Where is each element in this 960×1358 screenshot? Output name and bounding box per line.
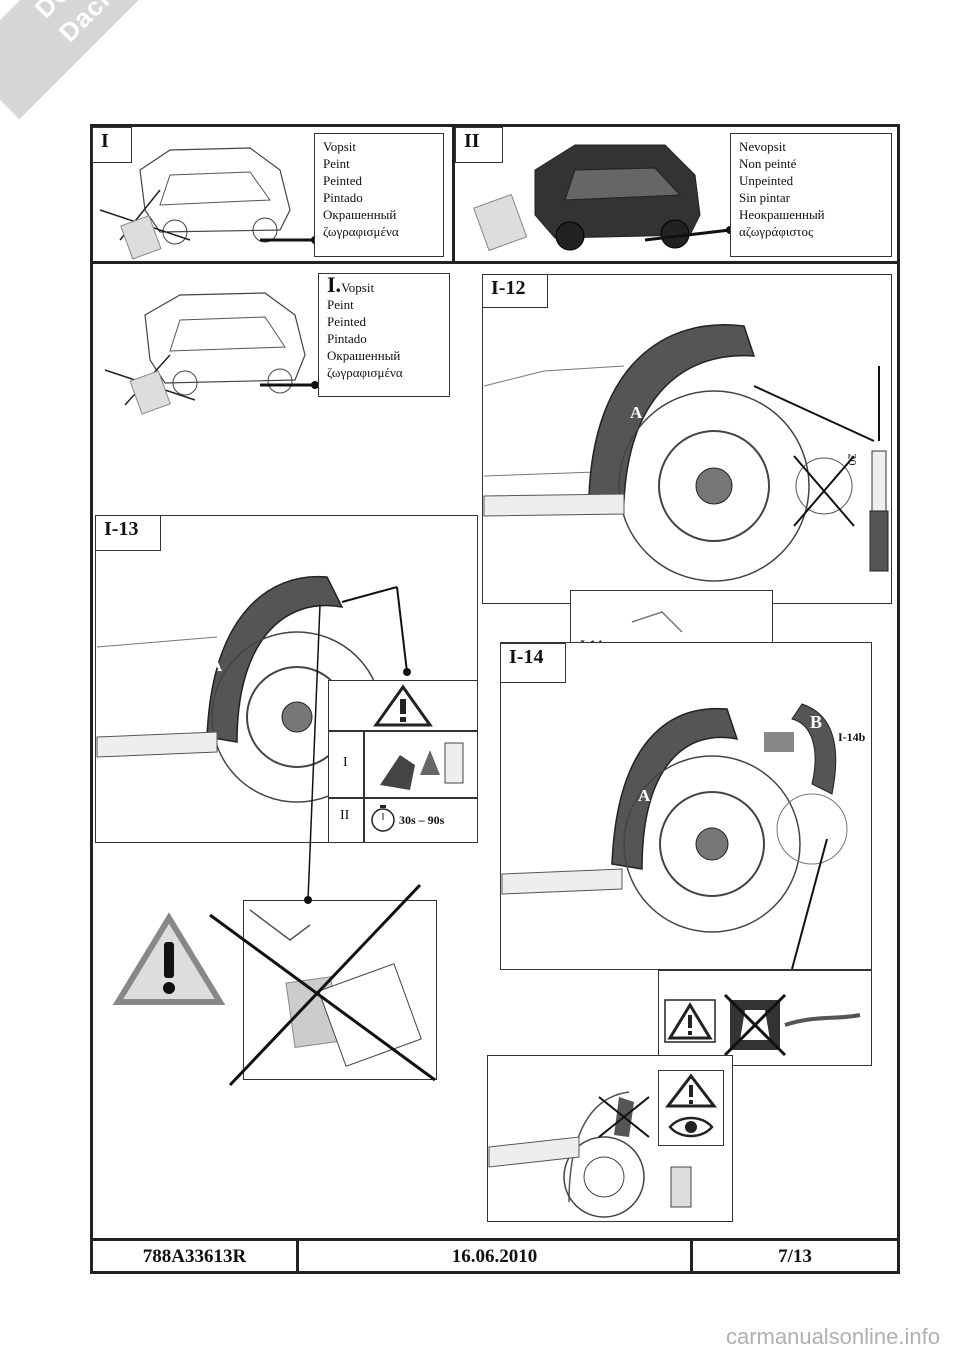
lang-en: Peinted <box>327 314 366 329</box>
warning-icon <box>664 1073 718 1108</box>
stopwatch-icon <box>371 805 395 832</box>
lang-es: Pintado <box>323 190 363 205</box>
lang-ro: Vopsit <box>323 139 356 154</box>
car-illustration-detail <box>104 292 306 415</box>
lang-ro: Vopsit <box>341 280 375 295</box>
detail-labels: I.Vopsit Peint Peinted Pintado Окрашенны… <box>318 273 450 397</box>
lang-en: Peinted <box>323 173 362 188</box>
inspection-illustration <box>488 1091 692 1218</box>
wheel-arch-illustration-i12 <box>483 324 889 582</box>
lang-ru: Окрашенный <box>323 207 397 222</box>
page-frame <box>90 124 900 1274</box>
panel-i13-tag: I-13 <box>95 515 161 551</box>
crossed-illustration <box>209 883 436 1087</box>
lang-ru: Окрашенный <box>327 348 401 363</box>
panel-i12-tag: I-12 <box>482 274 548 308</box>
lang-el: ζωγραφισμένα <box>327 365 403 380</box>
lang-el: ζωγραφισμένα <box>323 224 399 239</box>
panel-ii-labels: Nevopsit Non peinté Unpeinted Sin pintar… <box>730 133 892 257</box>
i12-part-label: A <box>630 403 643 422</box>
footer-page: 7/13 <box>778 1246 812 1267</box>
i14-part-label: A <box>638 786 651 805</box>
lang-es: Pintado <box>327 331 367 346</box>
footer-divider <box>90 1238 900 1241</box>
i12-size-label: 20 <box>845 453 860 466</box>
eye-icon <box>668 1116 714 1138</box>
lang-fr: Peint <box>323 156 350 171</box>
top-divider <box>90 261 900 264</box>
lang-en: Unpeinted <box>739 173 794 188</box>
arrow-panel-ii <box>644 226 734 242</box>
no-touch-icon <box>723 993 861 1057</box>
watermark: Downloaded From DaciaForum.co.uk <box>0 0 317 120</box>
footer-divider-1 <box>296 1240 299 1274</box>
lang-ru: Неокрашенный <box>739 207 825 222</box>
car-illustration-panel-i <box>99 147 291 260</box>
warning-icon-large <box>112 912 226 1005</box>
i14b-label: I-14b <box>838 730 866 744</box>
i13-row1-label: I <box>343 755 348 770</box>
warning-icon <box>664 999 716 1043</box>
i13-part-label: A <box>210 656 223 675</box>
panel-i-tag: I <box>92 127 132 163</box>
i14-piece-label: B <box>810 712 823 732</box>
lang-es: Sin pintar <box>739 190 790 205</box>
i13-table-line2 <box>328 797 478 799</box>
lang-fr: Non peinté <box>739 156 797 171</box>
panel-i14 <box>500 642 872 970</box>
wheel-arch-illustration-i14 <box>501 703 848 970</box>
i13-time-label: 30s – 90s <box>399 813 445 827</box>
top-mid-divider <box>452 124 455 264</box>
footer-date: 16.06.2010 <box>451 1246 538 1267</box>
footer-ref: 788A33613R <box>142 1246 247 1267</box>
panel-i-labels: Vopsit Peint Peinted Pintado Окрашенный … <box>314 133 444 257</box>
panel-i14-tag: I-14 <box>500 643 566 683</box>
i13-row2-label: II <box>340 808 350 823</box>
i13-table-line1 <box>328 730 478 732</box>
wheel-arch-illustration-i13 <box>96 575 411 803</box>
i13-table-vline <box>363 730 365 843</box>
lang-el: αζωγράφιστος <box>739 224 814 239</box>
lang-fr: Peint <box>327 297 354 312</box>
footer-divider-2 <box>690 1240 693 1274</box>
arrow-detail <box>260 381 319 389</box>
warning-icon <box>373 684 433 727</box>
glove-icon <box>380 742 464 790</box>
connector-line-i13 <box>304 604 321 904</box>
detail-prefix: I. <box>327 272 342 297</box>
site-watermark: carmanualsonline.info <box>725 1324 940 1349</box>
car-illustration-panel-ii <box>473 144 701 252</box>
lang-ro: Nevopsit <box>739 139 786 154</box>
panel-ii-tag: II <box>455 127 503 163</box>
